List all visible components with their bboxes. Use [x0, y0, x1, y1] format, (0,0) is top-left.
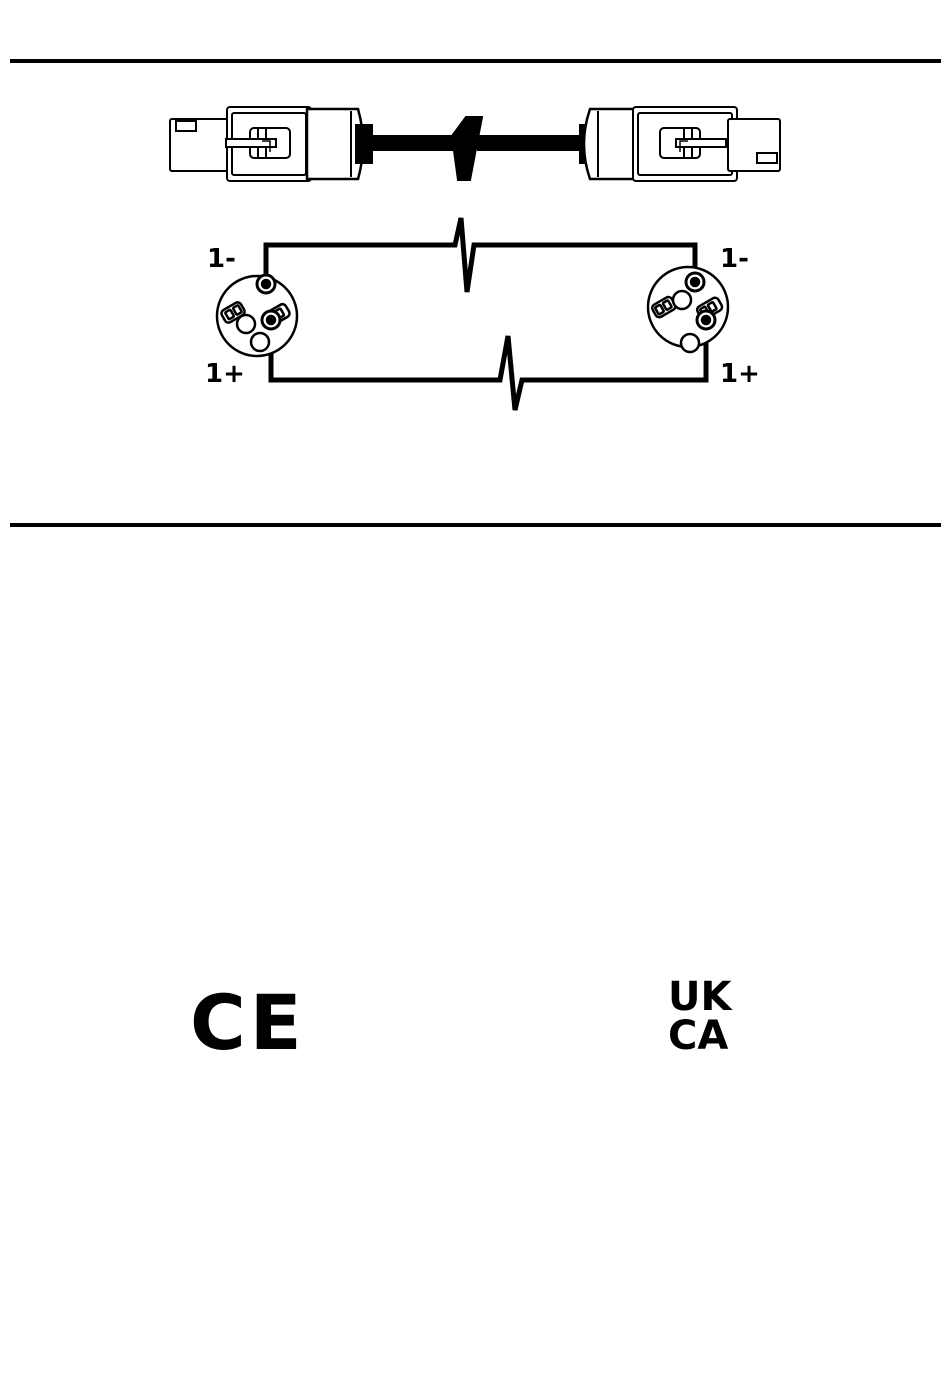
ce-mark: CE: [190, 978, 306, 1067]
wire-negative: [266, 218, 695, 292]
wiring-schematic: 1- 1+ 1- 1+: [205, 218, 760, 410]
wire-positive: [271, 320, 706, 410]
ce-mark-text: CE: [190, 978, 306, 1067]
right-positive-label: 1+: [720, 359, 760, 389]
right-speakon-face: [648, 267, 728, 352]
ukca-mark-line2: CA: [668, 1013, 728, 1059]
ukca-mark: UK CA: [668, 974, 733, 1059]
cable-right-segment: [478, 136, 588, 150]
cable-left-segment: [370, 136, 454, 150]
cable-illustration: [170, 107, 780, 181]
right-speakon-connector: [580, 107, 780, 181]
left-speakon-connector: [170, 107, 372, 181]
left-negative-label: 1-: [207, 244, 236, 274]
left-positive-label: 1+: [205, 359, 245, 389]
left-speakon-face: [217, 275, 297, 356]
right-negative-label: 1-: [720, 244, 749, 274]
